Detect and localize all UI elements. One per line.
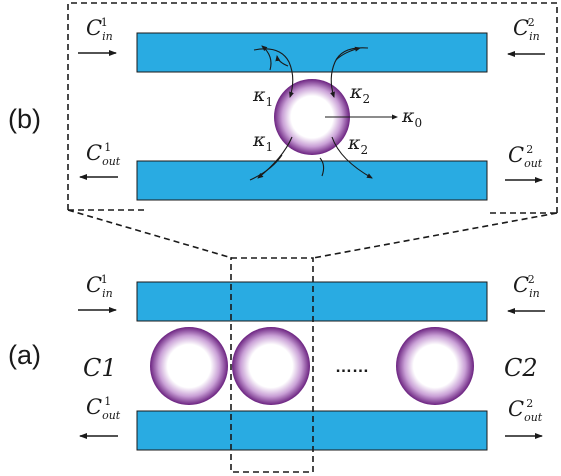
zoom-line-right	[312, 212, 558, 259]
ring-ellipsis: ……	[335, 357, 369, 376]
kappa1-top-label: κ1	[252, 84, 273, 109]
waveguide-top-b	[136, 32, 488, 73]
panel-b-frame	[67, 2, 558, 213]
panel-b-label: (b)	[8, 104, 41, 134]
kappa0-label: κ0	[401, 105, 422, 130]
ring-resonator-a2	[232, 327, 310, 405]
port-out-left-a: Cout1	[86, 395, 121, 422]
waveguide-top-a	[136, 281, 488, 322]
ring-resonator-aN	[396, 327, 474, 405]
port-out-right-b: Cout2	[508, 143, 543, 170]
waveguide-bottom-b	[136, 160, 488, 201]
panel-b: (b) κ1 κ2 κ0 κ1 κ2	[8, 2, 558, 259]
panel-a: (a) …… C1 C2 Cin1 Cin2 Cout1 Cout2	[8, 257, 545, 473]
end-label-left: C1	[83, 354, 117, 382]
ring-resonator-b	[274, 79, 350, 155]
panel-a-label: (a)	[8, 340, 41, 370]
zoom-selection-box	[230, 257, 314, 473]
kappa2-top-label: κ2	[349, 81, 370, 106]
waveguide-bottom-a	[136, 410, 488, 451]
port-in-right-b: Cin2	[513, 16, 540, 43]
coupling-arrows-b	[249, 45, 398, 181]
kappa2-bottom-label: κ2	[347, 132, 368, 157]
port-out-right-a: Cout2	[508, 397, 543, 424]
port-in-right-a: Cin2	[513, 273, 540, 300]
port-out-left-b: Cout1	[86, 141, 121, 168]
kappa1-bottom-label: κ1	[252, 129, 273, 154]
end-label-right: C2	[504, 354, 538, 382]
port-in-left-b: Cin1	[86, 16, 113, 43]
ring-resonator-a1	[150, 327, 228, 405]
port-in-left-a: Cin1	[86, 273, 113, 300]
zoom-line-left	[67, 209, 233, 259]
